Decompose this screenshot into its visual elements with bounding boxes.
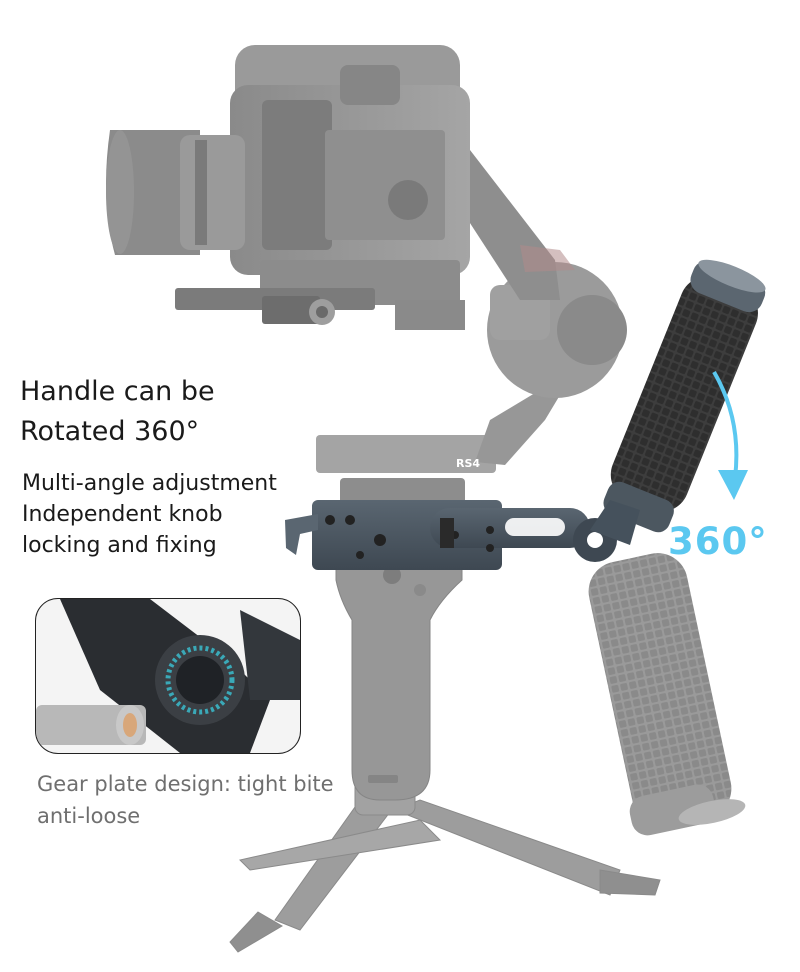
handle-caption-line-2: Rotated 360° — [20, 416, 200, 447]
gear-caption-line-2: anti-loose — [37, 804, 141, 828]
handle-caption-line-1: Handle can be — [20, 376, 215, 407]
gear-caption-line-1: Gear plate design: tight bite — [37, 772, 334, 796]
extension-arm — [285, 500, 617, 570]
rotation-degree-label: 360° — [668, 520, 768, 563]
feature-caption: Multi-angle adjustment Independent knob … — [22, 468, 277, 561]
side-grip — [590, 259, 766, 545]
gear-detail-inset — [35, 598, 301, 754]
rs4-label: RS4 — [456, 457, 480, 470]
feature-caption-line-1: Multi-angle adjustment — [22, 471, 277, 496]
handle-rotation-caption: Handle can be Rotated 360° — [20, 372, 215, 452]
camera — [106, 45, 470, 330]
grip-ghost — [588, 553, 746, 836]
rotation-arrow-icon — [712, 370, 748, 500]
feature-caption-line-3: locking and fixing — [22, 533, 217, 558]
gear-caption: Gear plate design: tight bite anti-loose — [37, 768, 334, 832]
feature-caption-line-2: Independent knob — [22, 502, 223, 527]
